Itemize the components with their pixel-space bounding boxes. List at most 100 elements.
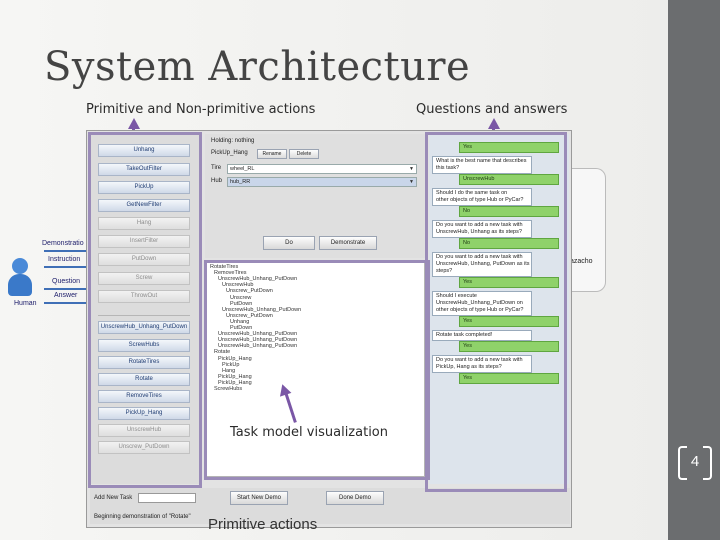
tree-node[interactable]: Hang: [222, 367, 236, 374]
actions-label: Primitive and Non-primitive actions: [86, 102, 316, 117]
action-button-unscrew-putdown[interactable]: Unscrew_PutDown: [98, 441, 190, 454]
delete-button[interactable]: Delete: [289, 149, 319, 159]
add-new-task-input[interactable]: [138, 493, 196, 503]
tree-node[interactable]: PickUp: [222, 361, 240, 368]
page-number: 4: [678, 446, 712, 480]
answer-bubble-text: Yes: [463, 279, 472, 285]
tree-node[interactable]: PickUp_Hang: [218, 373, 252, 380]
tree-node[interactable]: Unhang: [230, 318, 250, 325]
tree-node[interactable]: UnscrewHub_Unhang_PutDown: [222, 306, 302, 313]
question-bubble-line: other objects of type Hub or PyCar?: [436, 197, 524, 203]
action-button-takeoutfilter[interactable]: TakeOutFilter: [98, 163, 190, 176]
tree-node[interactable]: PickUp_Hang: [218, 379, 252, 386]
human-diagram: Demonstratio Instruction Question Answer…: [0, 236, 88, 316]
question-bubble-line: Do you want to add a new task with: [436, 254, 523, 260]
question-bubble-line: Do you want to add a new task with: [436, 222, 523, 228]
demonstrate-button[interactable]: Demonstrate: [319, 236, 377, 250]
tree-node[interactable]: RemoveTires: [214, 270, 247, 277]
action-button-rotatetires[interactable]: RotateTires: [98, 356, 190, 369]
answer-bubble: Yes: [459, 316, 559, 327]
hub-select[interactable]: hub_RR▼: [227, 177, 417, 187]
hub-label: Hub: [211, 178, 223, 184]
action-button-pickup-hang[interactable]: PickUp_Hang: [98, 407, 190, 420]
answer-bubble-text: Yes: [463, 343, 472, 349]
tree-node[interactable]: UnscrewHub: [222, 282, 254, 289]
answer-bubble: Yes: [459, 277, 559, 288]
answer-bubble: No: [459, 238, 559, 249]
background-diagram-label: azacho: [570, 258, 593, 265]
tree-node[interactable]: PickUp_Hang: [218, 355, 252, 362]
rename-button[interactable]: Rename: [257, 149, 287, 159]
answer-bubble-text: No: [463, 240, 471, 246]
tree-node[interactable]: ScrewHubs: [214, 386, 243, 392]
action-button-getnewfilter[interactable]: GetNewFilter: [98, 199, 190, 212]
tree-node[interactable]: Unscrew_PutDown: [226, 288, 273, 295]
action-button-insertfilter[interactable]: InsertFilter: [98, 235, 190, 248]
tree-node[interactable]: UnscrewHub_Unhang_PutDown: [218, 337, 298, 344]
action-button-unscrewhub-unhang-putdown[interactable]: UnscrewHub_Unhang_PutDown: [98, 321, 190, 334]
actions-panel: Unhang TakeOutFilter PickUp GetNewFilter…: [90, 134, 199, 484]
demonstration-label: Demonstratio: [42, 240, 84, 247]
hub-select-value: hub_RR: [230, 179, 251, 185]
answer-arrow: [44, 302, 88, 304]
do-button[interactable]: Do: [263, 236, 315, 250]
tire-label: Tire: [211, 165, 222, 171]
question-bubble-line: UnscrewHub, Unhang, PutDown as its: [436, 261, 530, 267]
question-bubble-line: Should I execute: [436, 293, 477, 299]
action-button-putdown[interactable]: PutDown: [98, 253, 190, 266]
question-bubble-line: Should I do the same task on: [436, 190, 508, 196]
background-diagram-edge: [572, 168, 606, 292]
tree-node[interactable]: RotateTires: [210, 264, 239, 270]
task-learning-app-window: Unhang TakeOutFilter PickUp GetNewFilter…: [86, 130, 572, 528]
action-button-throwout[interactable]: ThrowOut: [98, 290, 190, 303]
action-detail-panel: Holding: nothing PickUp_Hang Rename Dele…: [205, 134, 425, 258]
tree-node[interactable]: Unscrew_PutDown: [226, 312, 273, 319]
tire-select[interactable]: wheel_RL▼: [227, 164, 417, 174]
task-name: PickUp_Hang: [211, 150, 248, 156]
tree-node[interactable]: Unscrew: [230, 294, 252, 301]
bottom-toolbar: Add New Task Start New Demo Done Demo Be…: [90, 488, 570, 524]
slide-title: System Architecture: [44, 44, 471, 90]
question-bubble-line: Rotate task completed!: [436, 332, 493, 338]
tree-node[interactable]: PutDown: [230, 325, 253, 331]
action-button-removetires[interactable]: RemoveTires: [98, 390, 190, 403]
tree-node[interactable]: UnscrewHub_Unhang_PutDown: [218, 276, 298, 283]
human-label: Human: [14, 300, 37, 307]
question-bubble-line: other objects of type Hub or PyCar?: [436, 307, 524, 313]
qa-highlight: [425, 132, 567, 492]
action-button-rotate[interactable]: Rotate: [98, 373, 190, 386]
question-bubble-line: PickUp, Hang as its steps?: [436, 364, 502, 370]
tree-node[interactable]: PutDown: [230, 300, 253, 307]
demonstration-arrow: [44, 250, 88, 252]
action-button-pickup[interactable]: PickUp: [98, 181, 190, 194]
answer-bubble-text: Yes: [463, 318, 472, 324]
question-arrow: [44, 288, 88, 290]
start-new-demo-button[interactable]: Start New Demo: [230, 491, 288, 505]
tree-node[interactable]: UnscrewHub_Unhang_PutDown: [218, 343, 298, 350]
action-button-screwhubs[interactable]: ScrewHubs: [98, 339, 190, 352]
action-button-unhang[interactable]: Unhang: [98, 144, 190, 157]
cut-off-caption: Primitive actions: [208, 516, 318, 533]
tree-node[interactable]: UnscrewHub_Unhang_PutDown: [218, 331, 298, 338]
action-button-unscrewhub[interactable]: UnscrewHub: [98, 424, 190, 437]
tree-node[interactable]: Rotate: [214, 349, 231, 356]
done-demo-button[interactable]: Done Demo: [326, 491, 384, 505]
question-bubble-line: What is the best name that describes: [436, 158, 527, 164]
holding-status: Holding: nothing: [211, 138, 255, 144]
answer-bubble: No: [459, 206, 559, 217]
tire-select-value: wheel_RL: [230, 166, 255, 172]
qa-label-arrowhead: [488, 118, 500, 129]
action-button-screw[interactable]: Screw: [98, 272, 190, 285]
question-bubble-line: UnscrewHub_Unhang_PutDown on: [436, 300, 523, 306]
task-model-label: Task model visualization: [230, 425, 388, 440]
answer-bubble-text: Yes: [463, 375, 472, 381]
instruction-label: Instruction: [48, 256, 81, 263]
answer-bubble-text: No: [463, 208, 471, 214]
action-button-hang[interactable]: Hang: [98, 217, 190, 230]
